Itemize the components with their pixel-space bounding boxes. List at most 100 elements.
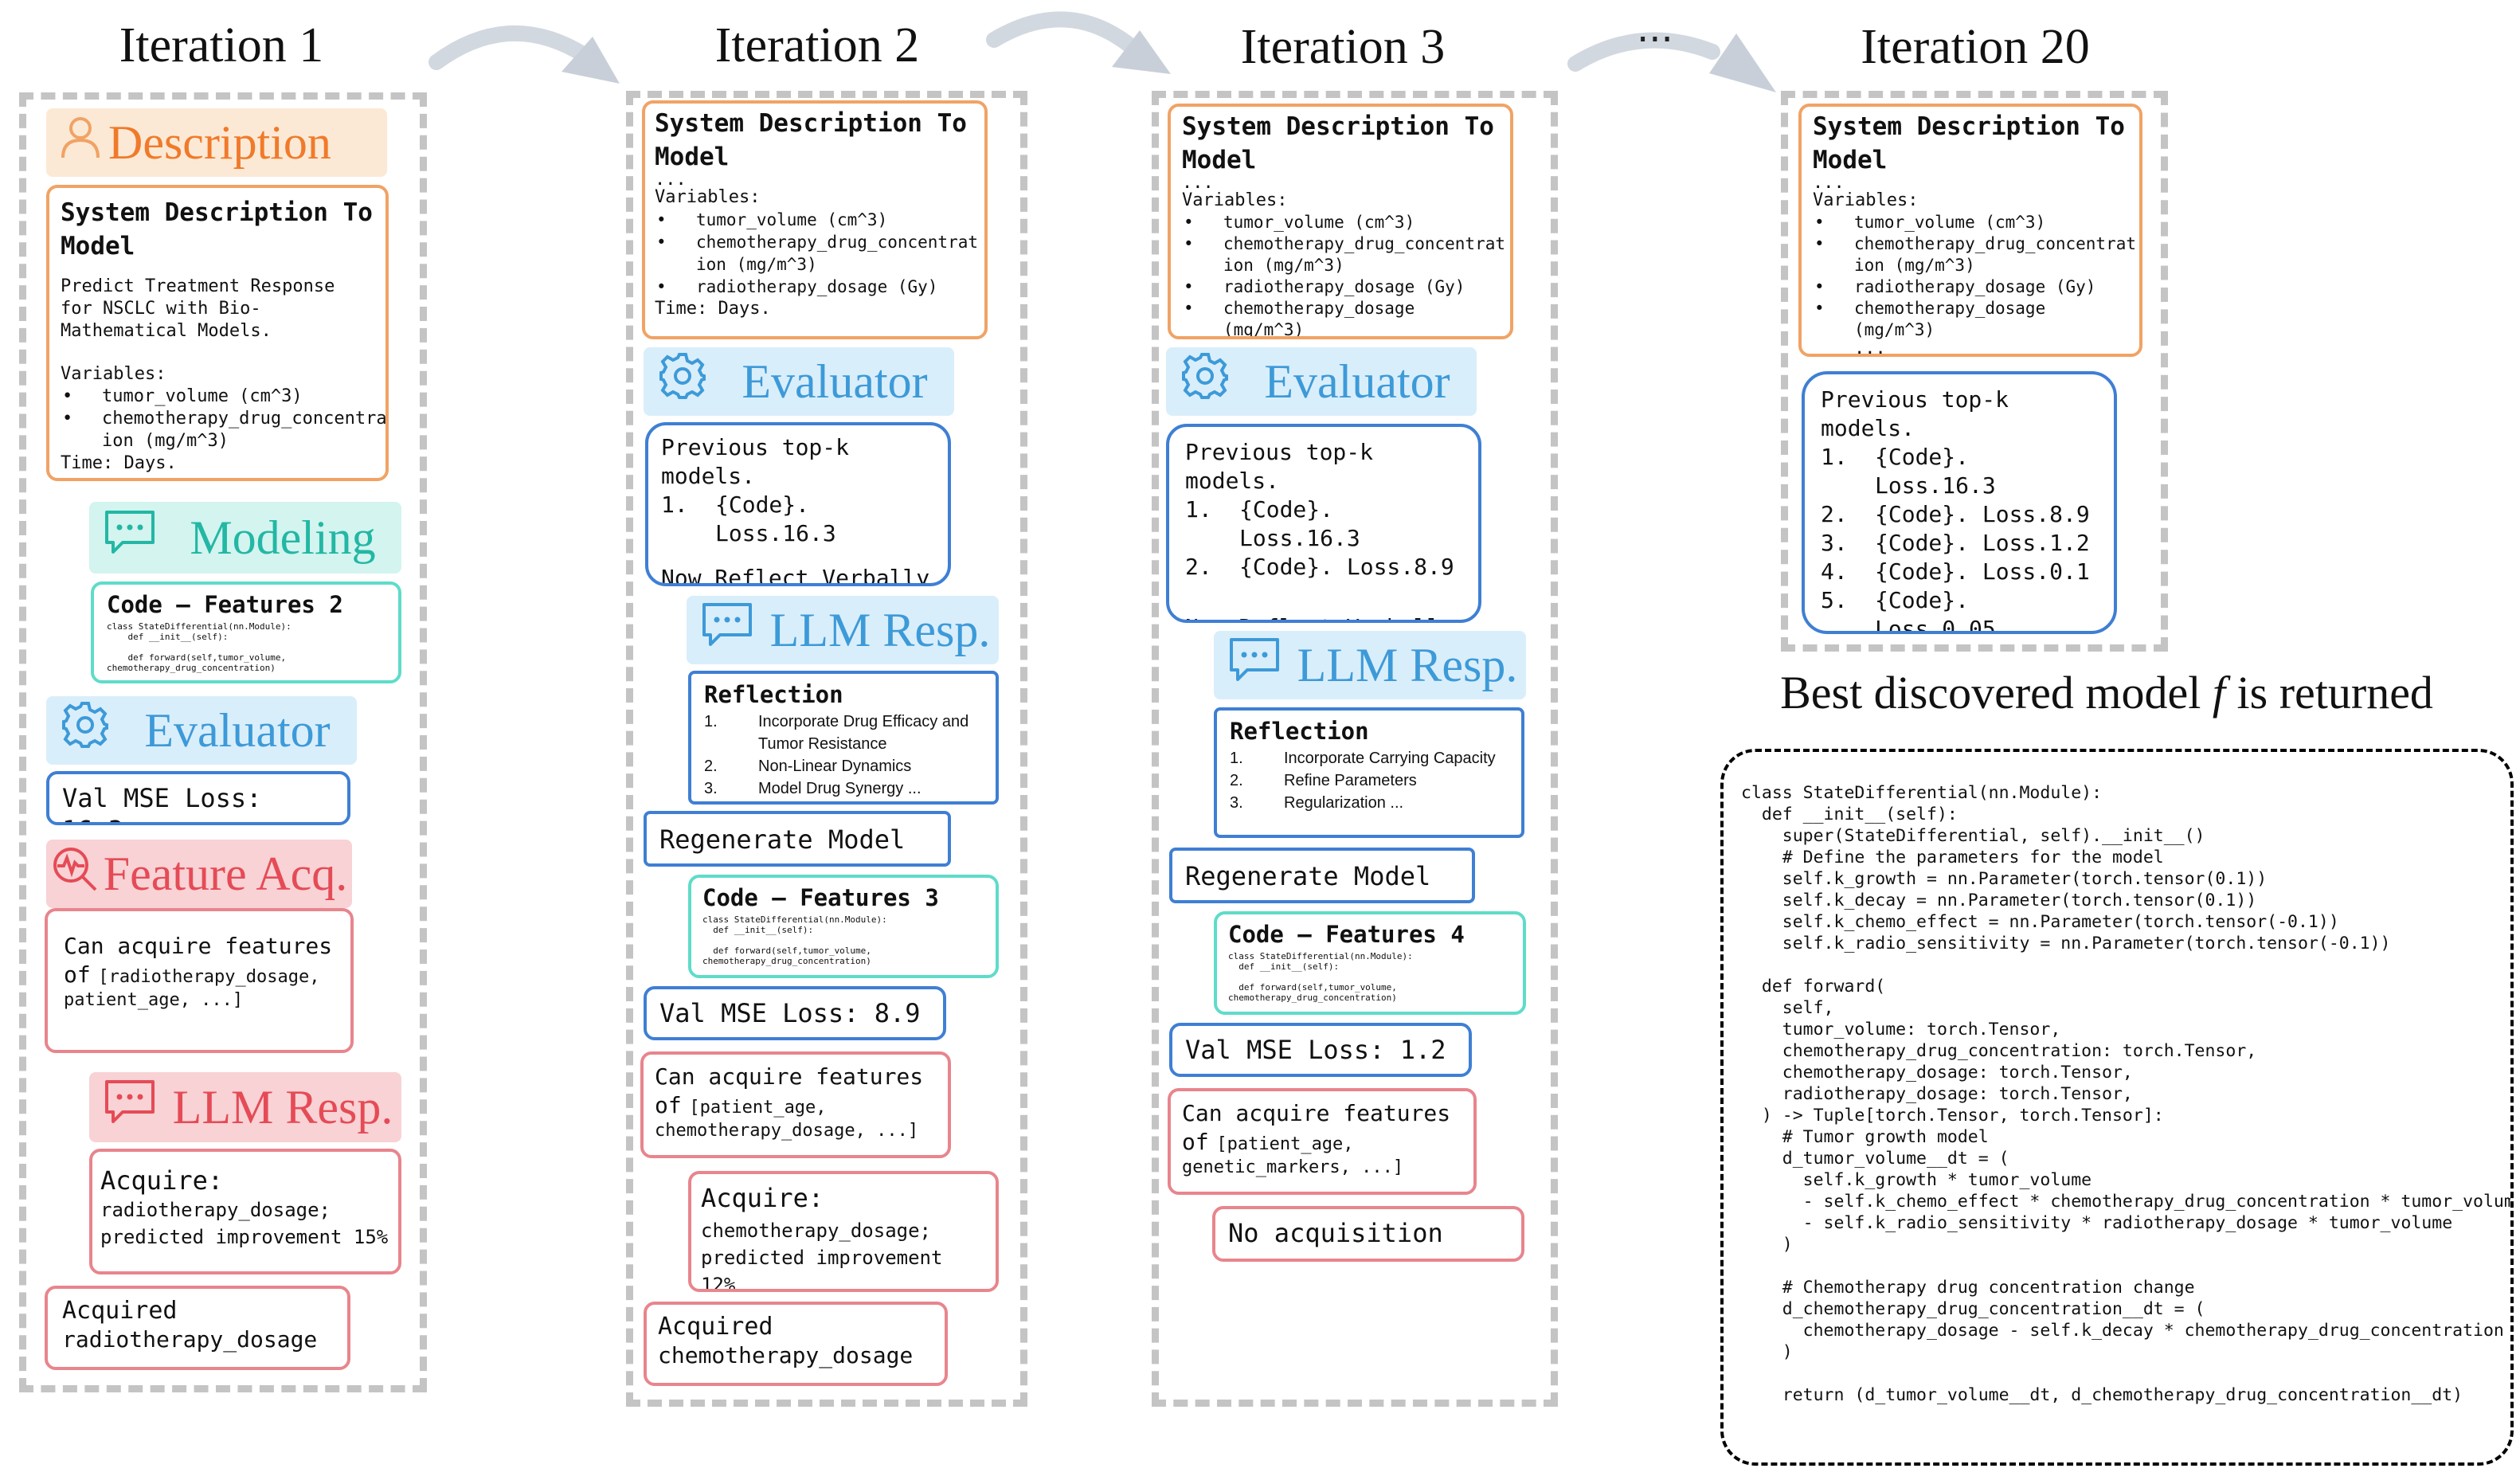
sys-ellipsis: ... xyxy=(1813,173,1845,193)
evaluator-banner: Evaluator xyxy=(1166,347,1477,416)
iteration-1-frame xyxy=(19,92,427,1392)
refl-title: Reflection xyxy=(704,681,843,708)
refl-list: 1.Incorporate Carrying Capacity 2.Refine… xyxy=(1230,747,1508,814)
regen-text: Regenerate Model xyxy=(1185,861,1431,891)
vars-list: tumor_volume (cm^3) chemotherapy_drug_co… xyxy=(1182,212,1505,336)
best-model-title: Best discovered model f is returned xyxy=(1780,667,2433,718)
prev-list: 1.{Code}. Loss.16.3 xyxy=(661,491,935,548)
acq-line-2: of [radiotherapy_dosage, xyxy=(64,961,320,988)
no-acq-text: No acquisition xyxy=(1228,1218,1443,1248)
sys-title: System Description To Model xyxy=(61,198,373,260)
code-snippet: class StateDifferential(nn.Module): def … xyxy=(107,621,292,673)
acq-line-1: Can acquire features xyxy=(655,1063,924,1090)
resp-head: Acquire: xyxy=(701,1183,824,1213)
gear-icon xyxy=(1180,351,1230,413)
iteration-2-frame xyxy=(626,91,1027,1407)
it1-acquired: Acquired radiotherapy_dosage xyxy=(45,1286,350,1370)
refl-item: 3.Regularization ... xyxy=(1230,794,1404,812)
arrow-2-to-3 xyxy=(986,11,1139,54)
feature-acq-banner: Feature Acq. xyxy=(46,840,352,908)
sys-title: System Description To Model xyxy=(1182,112,1494,174)
it3-system-description: System Description To Model ... Variable… xyxy=(1168,104,1513,339)
sys-ellipsis: ... xyxy=(655,170,687,190)
var-item: radiotherapy_dosage (Gy) xyxy=(1813,276,2128,298)
it2-code-box: Code – Features 3 class StateDifferentia… xyxy=(688,875,999,978)
chat-icon xyxy=(104,509,156,567)
evaluator-label: Evaluator xyxy=(742,354,928,408)
arrow-3-to-20 xyxy=(1567,32,1720,72)
it2-system-description: System Description To Model ... Variable… xyxy=(642,100,988,339)
reflect-prompt: Now Reflect Verbally xyxy=(661,565,930,586)
resp-line-1: chemotherapy_dosage; xyxy=(701,1220,931,1242)
arrowhead-2 xyxy=(1112,30,1171,74)
prev-item: 1.{Code}. Loss.16.3 xyxy=(661,491,836,546)
ellipsis-dots: ··· xyxy=(1637,18,1673,62)
prev-item: 4.{Code}. Loss.0.1 xyxy=(1821,558,2090,585)
time-line: Time: Days. xyxy=(655,299,771,319)
it2-llm-response: Acquire: chemotherapy_dosage; predicted … xyxy=(688,1171,999,1292)
acq-line-2: of [patient_age, xyxy=(1182,1129,1354,1155)
flow-arrows xyxy=(428,11,1776,92)
vars-label: Variables: xyxy=(61,364,166,384)
it3-reflection: Reflection 1.Incorporate Carrying Capaci… xyxy=(1214,707,1524,838)
chat-icon xyxy=(701,601,753,660)
it2-acquired: Acquired chemotherapy_dosage xyxy=(644,1302,948,1386)
prev-list: 1.{Code}. Loss.16.3 2.{Code}. Loss.8.9 xyxy=(1185,495,1462,581)
resp-head: Acquire: xyxy=(100,1165,224,1196)
evaluator-label: Evaluator xyxy=(144,703,331,757)
evaluator-banner: Evaluator xyxy=(644,347,954,416)
it2-reflection: Reflection 1.Incorporate Drug Efficacy a… xyxy=(688,671,999,805)
iteration-2-title: Iteration 2 xyxy=(714,18,920,72)
it1-system-description: System Description To Model Predict Trea… xyxy=(46,185,389,481)
acq-line-2: of [patient_age, xyxy=(655,1092,827,1118)
it2-can-acquire: Can acquire features of [patient_age, ch… xyxy=(640,1051,951,1158)
user-icon xyxy=(61,115,100,171)
sys-text: Predict Treatment Response for NSCLC wit… xyxy=(61,276,335,341)
var-item: tumor_volume (cm^3) xyxy=(655,209,975,231)
it1-can-acquire: Can acquire features of [radiotherapy_do… xyxy=(45,908,354,1053)
acq-line-3: genetic_markers, ...] xyxy=(1182,1157,1404,1177)
reflect-prompt: Now Reflect Verbally xyxy=(1185,613,1462,620)
acq-line-1: Can acquire features xyxy=(1182,1100,1451,1126)
it3-no-acquisition: No acquisition xyxy=(1212,1206,1524,1262)
it3-val-loss: Val MSE Loss: 1.2 xyxy=(1169,1023,1472,1077)
chat-icon xyxy=(1228,636,1281,695)
refl-item: 2.Non-Linear Dynamics xyxy=(704,758,912,775)
prev-title: Previous top-k models. xyxy=(661,434,850,489)
acquired-line-1: Acquired xyxy=(658,1313,773,1341)
iteration-20-title: Iteration 20 xyxy=(1861,20,2090,74)
it3-can-acquire: Can acquire features of [patient_age, ge… xyxy=(1168,1088,1477,1195)
time-line: Time: Days. xyxy=(61,453,177,473)
evaluator-label: Evaluator xyxy=(1264,354,1450,408)
val-loss-text: Val MSE Loss: 8.9 xyxy=(659,998,921,1028)
arrowhead-3 xyxy=(1709,33,1776,92)
vars-list: tumor_volume (cm^3) chemotherapy_drug_co… xyxy=(61,386,385,452)
var-item: tumor_volume (cm^3) xyxy=(1813,212,2128,233)
code-title: Code – Features 4 xyxy=(1228,921,1465,948)
prev-item: 2.{Code}. Loss.8.9 xyxy=(1821,501,2090,527)
modeling-banner: Modeling xyxy=(89,502,401,574)
it2-previous-models: Previous top-k models. 1.{Code}. Loss.16… xyxy=(645,422,951,586)
regen-text: Regenerate Model xyxy=(659,824,906,855)
vars-label: Variables: xyxy=(655,187,761,207)
it3-previous-models: Previous top-k models. 1.{Code}. Loss.16… xyxy=(1166,424,1481,623)
arrowhead-1 xyxy=(562,37,620,84)
feature-acq-label: Feature Acq. xyxy=(103,847,348,900)
it2-regenerate: Regenerate Model xyxy=(644,811,951,867)
gear-icon xyxy=(658,351,707,413)
val-loss-text: Val MSE Loss: 1.2 xyxy=(1185,1035,1446,1065)
it3-code-box: Code – Features 4 class StateDifferentia… xyxy=(1214,911,1526,1015)
evaluator-banner: Evaluator xyxy=(46,696,357,765)
arrow-1-to-2 xyxy=(428,25,593,70)
llm-resp-label: LLM Resp. xyxy=(769,603,991,656)
prev-item: 1.{Code}. Loss.16.3 xyxy=(1821,444,1996,499)
it20-system-description: System Description To Model ... Variable… xyxy=(1798,104,2142,357)
vars-label: Variables: xyxy=(1813,190,1919,210)
acquired-line-2: chemotherapy_dosage xyxy=(658,1342,914,1368)
resp-line-2: predicted improvement 15% xyxy=(100,1226,389,1248)
vars-list: tumor_volume (cm^3) chemotherapy_drug_co… xyxy=(1813,212,2136,341)
iteration-1-title: Iteration 1 xyxy=(119,18,324,72)
llm-resp-banner: LLM Resp. xyxy=(1214,631,1526,699)
iteration-3-frame xyxy=(1152,91,1558,1407)
var-item: chemotherapy_drug_concentrat ion (mg/m^3… xyxy=(655,231,978,276)
